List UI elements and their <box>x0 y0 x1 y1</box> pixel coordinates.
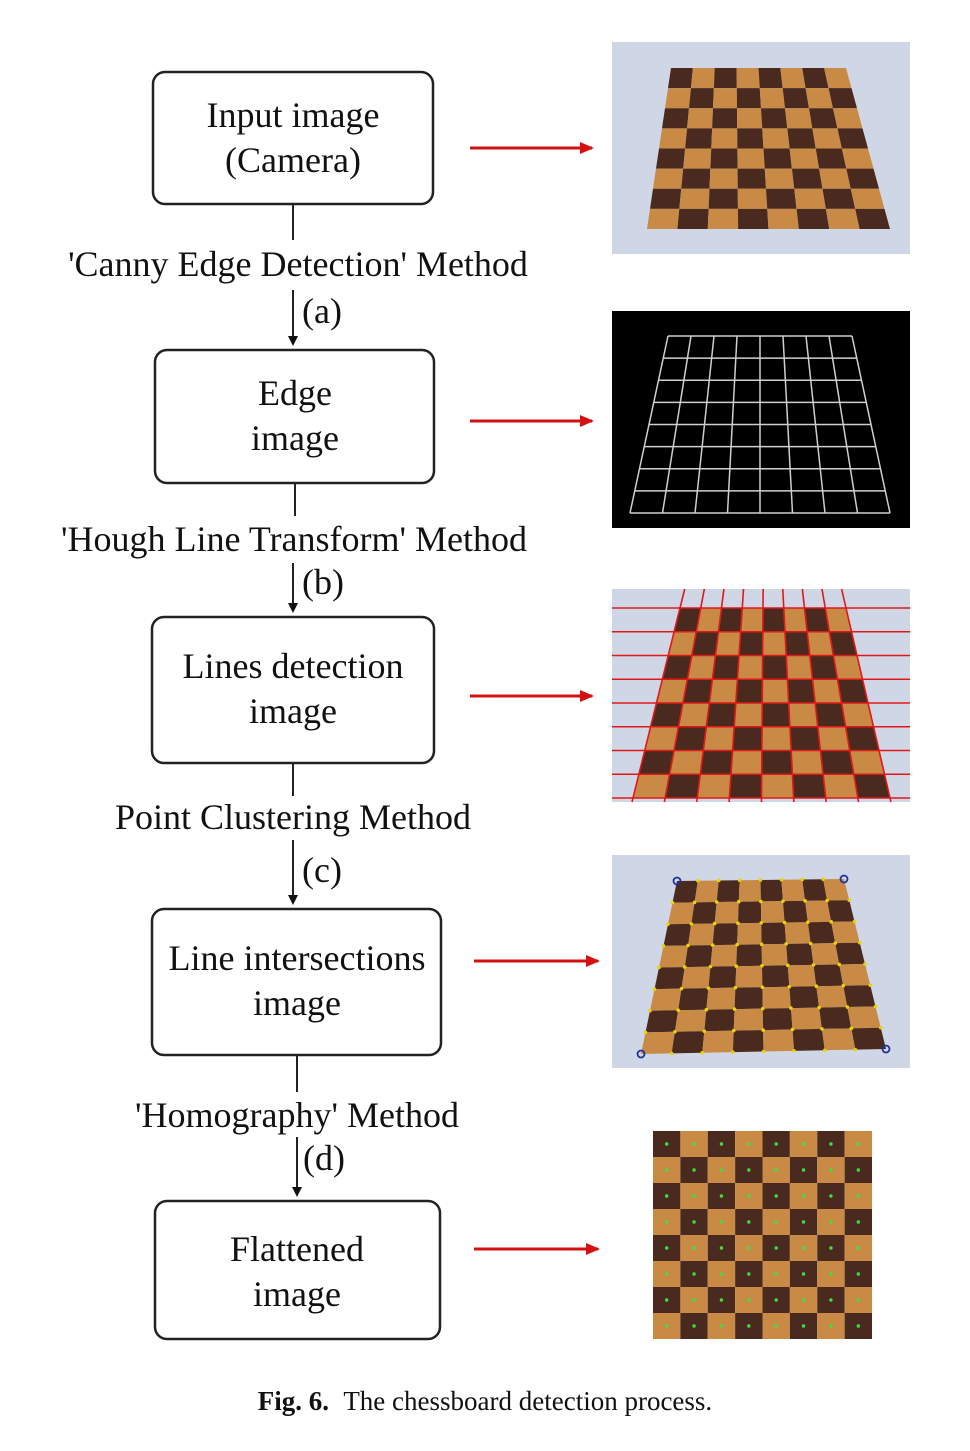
caption-label: Fig. 6. <box>257 1386 330 1416</box>
step-label-line: Edge <box>258 373 332 413</box>
method-letter: (a) <box>302 291 342 331</box>
step-box-line-intersections: Line intersections image <box>150 907 443 1057</box>
step-label-line: (Camera) <box>225 140 361 180</box>
step-label-line: Line intersections <box>169 938 426 978</box>
step-label-line: Lines detection <box>183 646 404 686</box>
step-box-edge: Edge image <box>153 348 436 485</box>
intersections-image <box>612 855 910 1068</box>
step-label-line: image <box>253 983 341 1023</box>
step-label-line: Flattened <box>230 1229 364 1269</box>
connector-c: Point Clustering Method (c) <box>115 763 471 905</box>
step-label-line: image <box>253 1274 341 1314</box>
method-label: 'Homography' Method <box>135 1095 459 1135</box>
camera-input-image <box>612 42 910 254</box>
method-letter: (b) <box>302 562 344 602</box>
caption-text: The chessboard detection process. <box>343 1386 713 1416</box>
step-label-line: image <box>249 691 337 731</box>
method-letter: (c) <box>302 850 342 890</box>
step-box-input: Input image (Camera) <box>151 70 435 206</box>
flattened-image <box>653 1131 872 1339</box>
method-label: Point Clustering Method <box>115 797 471 837</box>
step-box-lines-detection: Lines detection image <box>150 615 436 765</box>
method-letter: (d) <box>303 1138 345 1178</box>
method-label: 'Canny Edge Detection' Method <box>68 244 528 284</box>
edge-detection-image <box>612 311 910 528</box>
connector-a: 'Canny Edge Detection' Method (a) <box>68 204 528 346</box>
step-box-flattened: Flattened image <box>153 1199 442 1341</box>
figure-caption: Fig. 6. The chessboard detection process… <box>0 1386 970 1417</box>
step-label-line: image <box>251 418 339 458</box>
connector-d: 'Homography' Method (d) <box>135 1055 459 1197</box>
step-label-line: Input image <box>207 95 380 135</box>
method-label: 'Hough Line Transform' Method <box>61 519 527 559</box>
hough-lines-image <box>612 588 910 803</box>
connector-b: 'Hough Line Transform' Method (b) <box>61 483 527 613</box>
